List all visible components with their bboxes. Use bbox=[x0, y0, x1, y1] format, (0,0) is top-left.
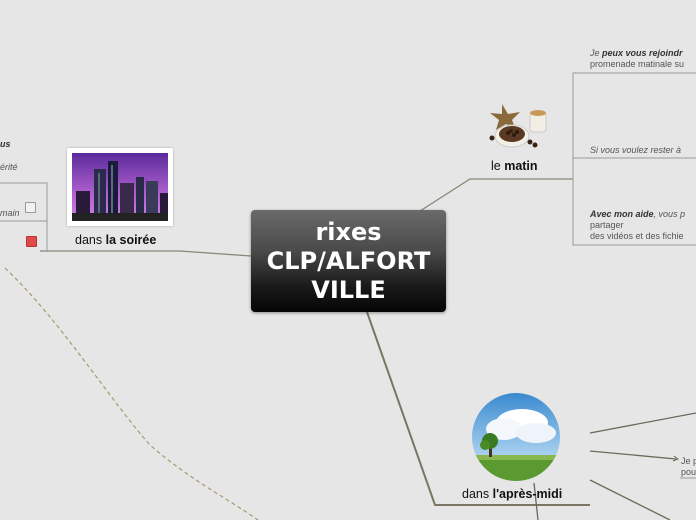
note-apres-1-line1: Je p bbox=[681, 456, 696, 466]
note-icon[interactable] bbox=[25, 202, 36, 213]
note-matin-3-bold: Avec mon aide bbox=[590, 209, 654, 219]
central-topic-line-3: VILLE bbox=[311, 275, 386, 304]
tree-sky-photo bbox=[472, 393, 560, 481]
note-matin-3-rest: , vous p bbox=[653, 209, 686, 219]
branch-soiree[interactable]: dans la soirée bbox=[75, 233, 156, 247]
note-apres-1[interactable]: Je p pou bbox=[681, 456, 696, 478]
branch-apres-midi-bold: l'après-midi bbox=[492, 487, 563, 501]
note-matin-1-prefix: Je bbox=[590, 48, 603, 58]
note-matin-3-line2: partager bbox=[590, 220, 624, 230]
attachment-icon[interactable] bbox=[26, 236, 37, 247]
note-left-2-text: érité bbox=[0, 162, 18, 172]
branch-soiree-bold: la soirée bbox=[105, 233, 157, 247]
note-matin-3[interactable]: Avec mon aide, vous p partager des vidéo… bbox=[590, 209, 685, 242]
city-skyline-photo bbox=[67, 148, 173, 226]
coffee-beans-icon bbox=[482, 98, 552, 154]
branch-apres-midi-prefix: dans bbox=[462, 487, 493, 501]
note-matin-3-line3: des vidéos et des fichie bbox=[590, 231, 684, 241]
note-left-3-text: main bbox=[0, 208, 20, 218]
branch-matin[interactable]: le matin bbox=[491, 159, 538, 173]
note-matin-2[interactable]: Si vous voulez rester à bbox=[590, 145, 681, 156]
note-matin-2-text: Si vous voulez rester à bbox=[590, 145, 682, 155]
branch-matin-bold: matin bbox=[504, 159, 538, 173]
note-matin-1[interactable]: Je peux vous rejoindr promenade matinale… bbox=[590, 48, 684, 70]
note-left-2[interactable]: érité bbox=[0, 162, 18, 173]
note-matin-1-bold: peux vous rejoindr bbox=[602, 48, 683, 58]
central-topic-line-1: rixes bbox=[315, 217, 382, 246]
note-left-3[interactable]: main bbox=[0, 208, 20, 219]
note-matin-1-line2: promenade matinale su bbox=[590, 59, 685, 69]
branch-soiree-prefix: dans bbox=[75, 233, 106, 247]
note-left-1-text: us bbox=[0, 139, 11, 149]
branch-apres-midi[interactable]: dans l'après-midi bbox=[462, 487, 562, 501]
note-left-1[interactable]: us bbox=[0, 139, 11, 150]
branch-matin-prefix: le bbox=[491, 159, 505, 173]
central-topic-line-2: CLP/ALFORT bbox=[266, 246, 431, 275]
note-apres-1-line2: pou bbox=[681, 467, 696, 477]
